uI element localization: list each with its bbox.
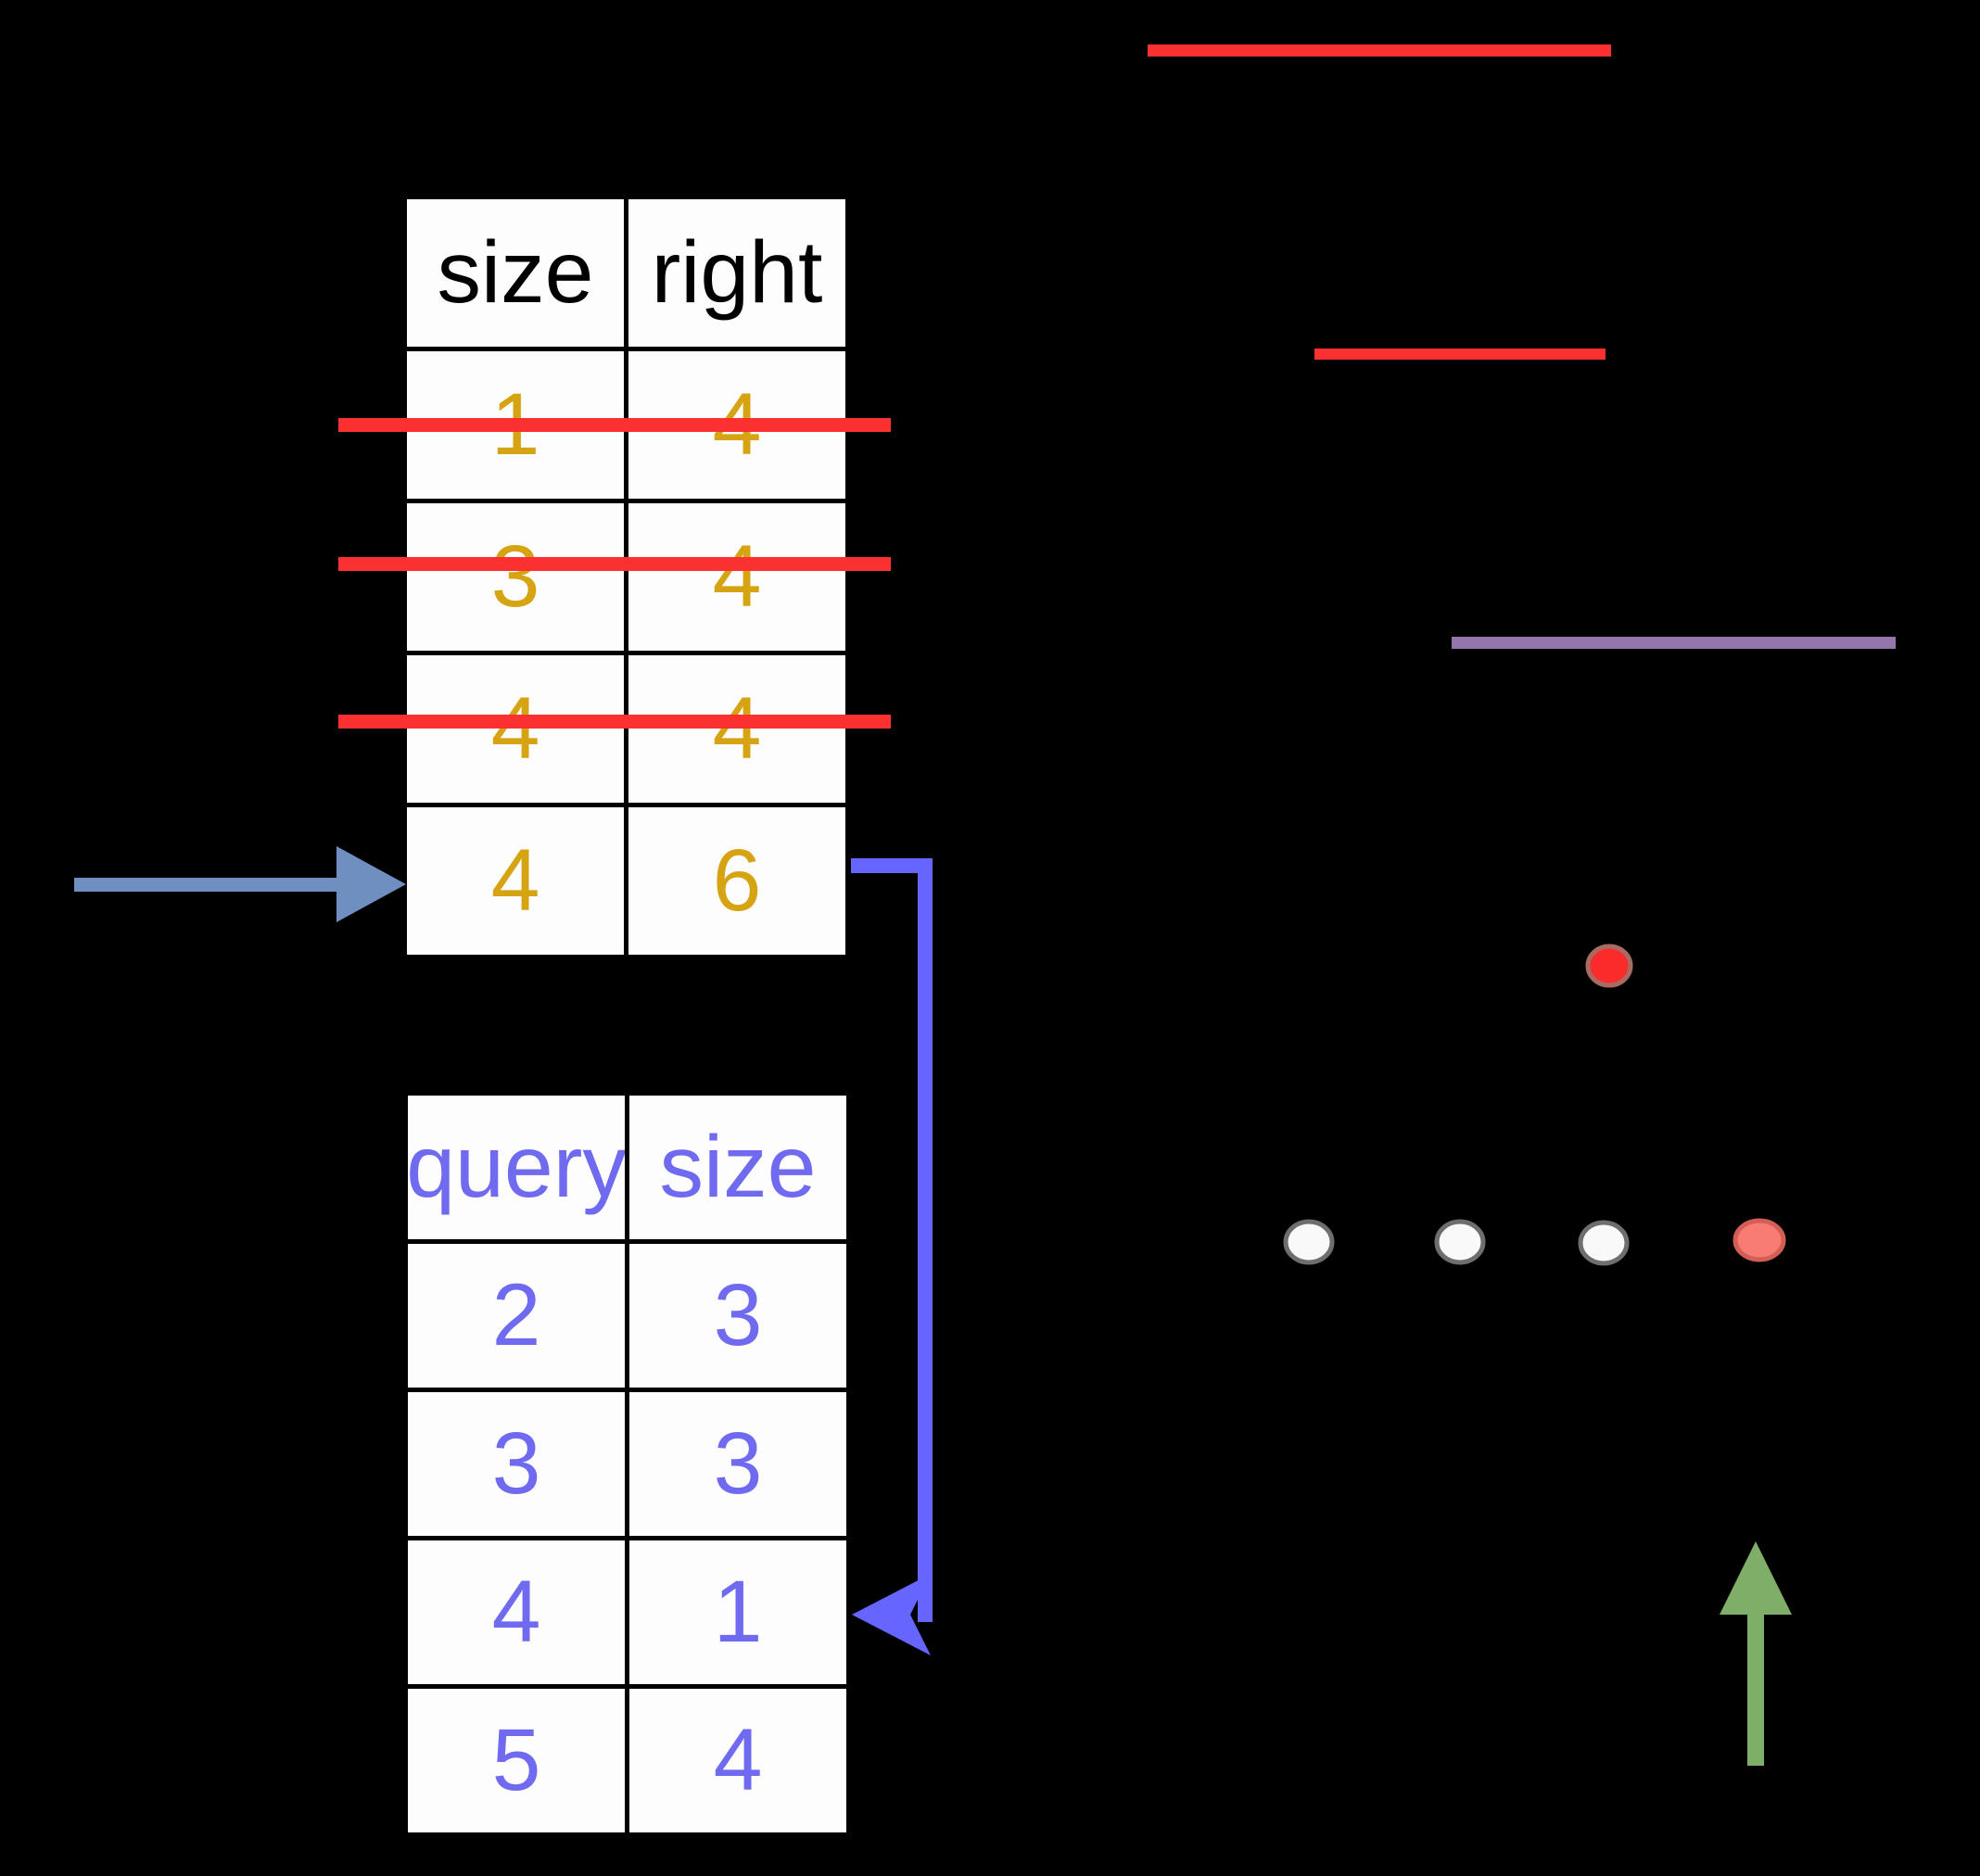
top-table-row-0-cell-0: 1 [407, 351, 624, 499]
query-size-table: query size 2 3 3 3 4 1 5 4 [408, 1096, 846, 1832]
bottom-table-row-2-cell-0: 4 [408, 1540, 625, 1684]
connector-horizontal [851, 858, 933, 873]
top-table-header-cell: right [628, 199, 845, 347]
connector-arrowhead-left [852, 1574, 931, 1655]
bottom-table-row-3-cell-0: 5 [408, 1689, 625, 1832]
bottom-table-row-0-cell-0: 2 [408, 1244, 625, 1388]
cell-value: 4 [712, 679, 762, 778]
bottom-table-row-1-cell-0: 3 [408, 1392, 625, 1536]
red-dot-upper [1585, 944, 1633, 988]
cell-value: 1 [490, 375, 540, 474]
top-table-row-3-cell-1: 6 [628, 807, 845, 955]
bottom-table-row-0-cell-1: 3 [629, 1244, 846, 1388]
connector-vertical [918, 858, 933, 1622]
red-segment-middle [1314, 349, 1606, 360]
cell-value: 3 [491, 1414, 541, 1513]
bottom-table-row-2-cell-1: 1 [629, 1540, 846, 1684]
cell-value: 4 [712, 527, 762, 626]
blue-right-arrow [74, 846, 406, 922]
cell-value: 5 [491, 1711, 541, 1809]
cell-value: 2 [491, 1266, 541, 1364]
top-table-row-2-cell-0: 4 [407, 655, 624, 803]
header-label: size [659, 1118, 817, 1216]
header-label: right [651, 223, 823, 322]
size-right-table: size right 1 4 3 4 4 4 4 6 [407, 199, 845, 955]
top-table-row-3-cell-0: 4 [407, 807, 624, 955]
cell-value: 4 [490, 831, 540, 930]
cell-value: 4 [490, 679, 540, 778]
green-up-arrow-head [1720, 1541, 1792, 1615]
cell-value: 3 [490, 527, 540, 626]
top-table-row-2-cell-1: 4 [628, 655, 845, 803]
cell-value: 1 [713, 1563, 763, 1661]
top-table-row-1-cell-1: 4 [628, 503, 845, 651]
cell-value: 6 [712, 831, 762, 930]
cell-value: 3 [713, 1266, 763, 1364]
white-dot-1 [1283, 1219, 1335, 1265]
header-label: size [437, 223, 594, 322]
bottom-table-header-cell: query [408, 1096, 625, 1239]
white-dot-3 [1578, 1220, 1630, 1266]
green-up-arrow-shaft [1747, 1608, 1764, 1766]
bottom-table-row-3-cell-1: 4 [629, 1689, 846, 1832]
cell-value: 4 [712, 375, 762, 474]
top-table-row-1-cell-0: 3 [407, 503, 624, 651]
purple-segment [1452, 637, 1896, 649]
cell-value: 3 [713, 1414, 763, 1513]
top-table-header-cell: size [407, 199, 624, 347]
header-label: query [408, 1118, 625, 1216]
red-segment-top [1148, 44, 1611, 57]
bottom-table-row-1-cell-1: 3 [629, 1392, 846, 1536]
bottom-table-header-cell: size [629, 1096, 846, 1239]
red-dot-row [1732, 1218, 1786, 1262]
cell-value: 4 [491, 1563, 541, 1661]
white-dot-2 [1434, 1219, 1486, 1265]
cell-value: 4 [713, 1711, 763, 1809]
top-table-row-0-cell-1: 4 [628, 351, 845, 499]
